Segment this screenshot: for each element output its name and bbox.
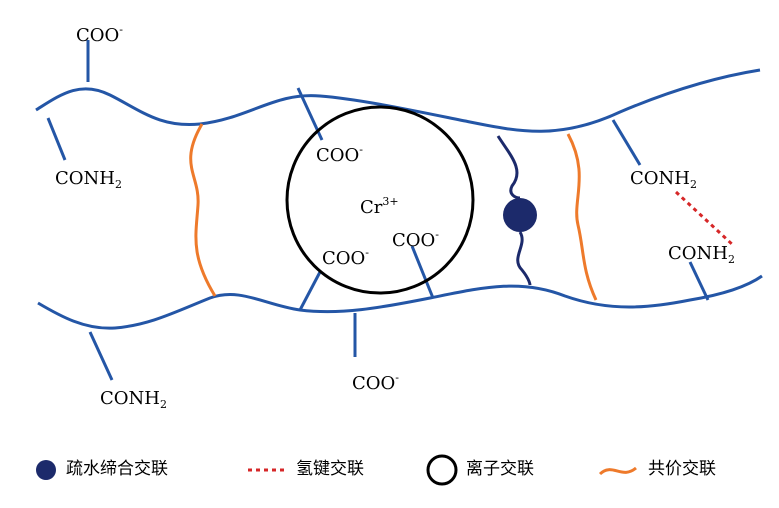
legend-label-hydrogen-bond: 氢键交联 (296, 459, 364, 479)
branch-coo-circle-3 (410, 245, 435, 299)
label-coo-circle-3: COO- (392, 228, 440, 251)
label-conh2-left: CONH2 (55, 168, 122, 191)
ionic-crosslink-circle (285, 105, 475, 295)
label-conh2-bottom: CONH2 (100, 388, 167, 411)
label-conh2-right-2: CONH2 (668, 243, 735, 266)
legend-label-covalent: 共价交联 (648, 459, 716, 479)
hydrophobic-tether-lower (516, 231, 532, 286)
hydrophobic-tether-upper (496, 135, 521, 200)
hydrogen-bond-crosslink (674, 190, 736, 248)
hydrophobic-association-dot (503, 198, 537, 232)
label-cr-ion: Cr3+ (360, 195, 399, 218)
covalent-crosslink-left (189, 123, 217, 297)
branch-conh2-right-1 (611, 119, 642, 166)
label-coo-top: COO- (76, 23, 124, 46)
label-coo-circle-2: COO- (322, 246, 370, 269)
branch-conh2-bottom (88, 331, 114, 381)
branch-coo-circle-2 (298, 271, 322, 311)
branch-conh2-left-a (46, 117, 67, 161)
covalent-crosslink-right (566, 133, 598, 301)
branch-conh2-right-2 (688, 261, 710, 301)
legend-label-ionic: 离子交联 (466, 459, 534, 479)
legend-hydrophobic-icon (36, 460, 56, 480)
upper-polymer-chain (35, 68, 761, 133)
lower-polymer-chain (37, 274, 763, 330)
label-conh2-right-1: CONH2 (630, 168, 697, 191)
legend-covalent-icon (598, 466, 637, 476)
label-coo-circle-1: COO- (316, 143, 364, 166)
legend-ionic-icon (426, 454, 458, 486)
label-coo-bottom: COO- (352, 371, 400, 394)
legend-label-hydrophobic: 疏水缔合交联 (66, 459, 168, 479)
